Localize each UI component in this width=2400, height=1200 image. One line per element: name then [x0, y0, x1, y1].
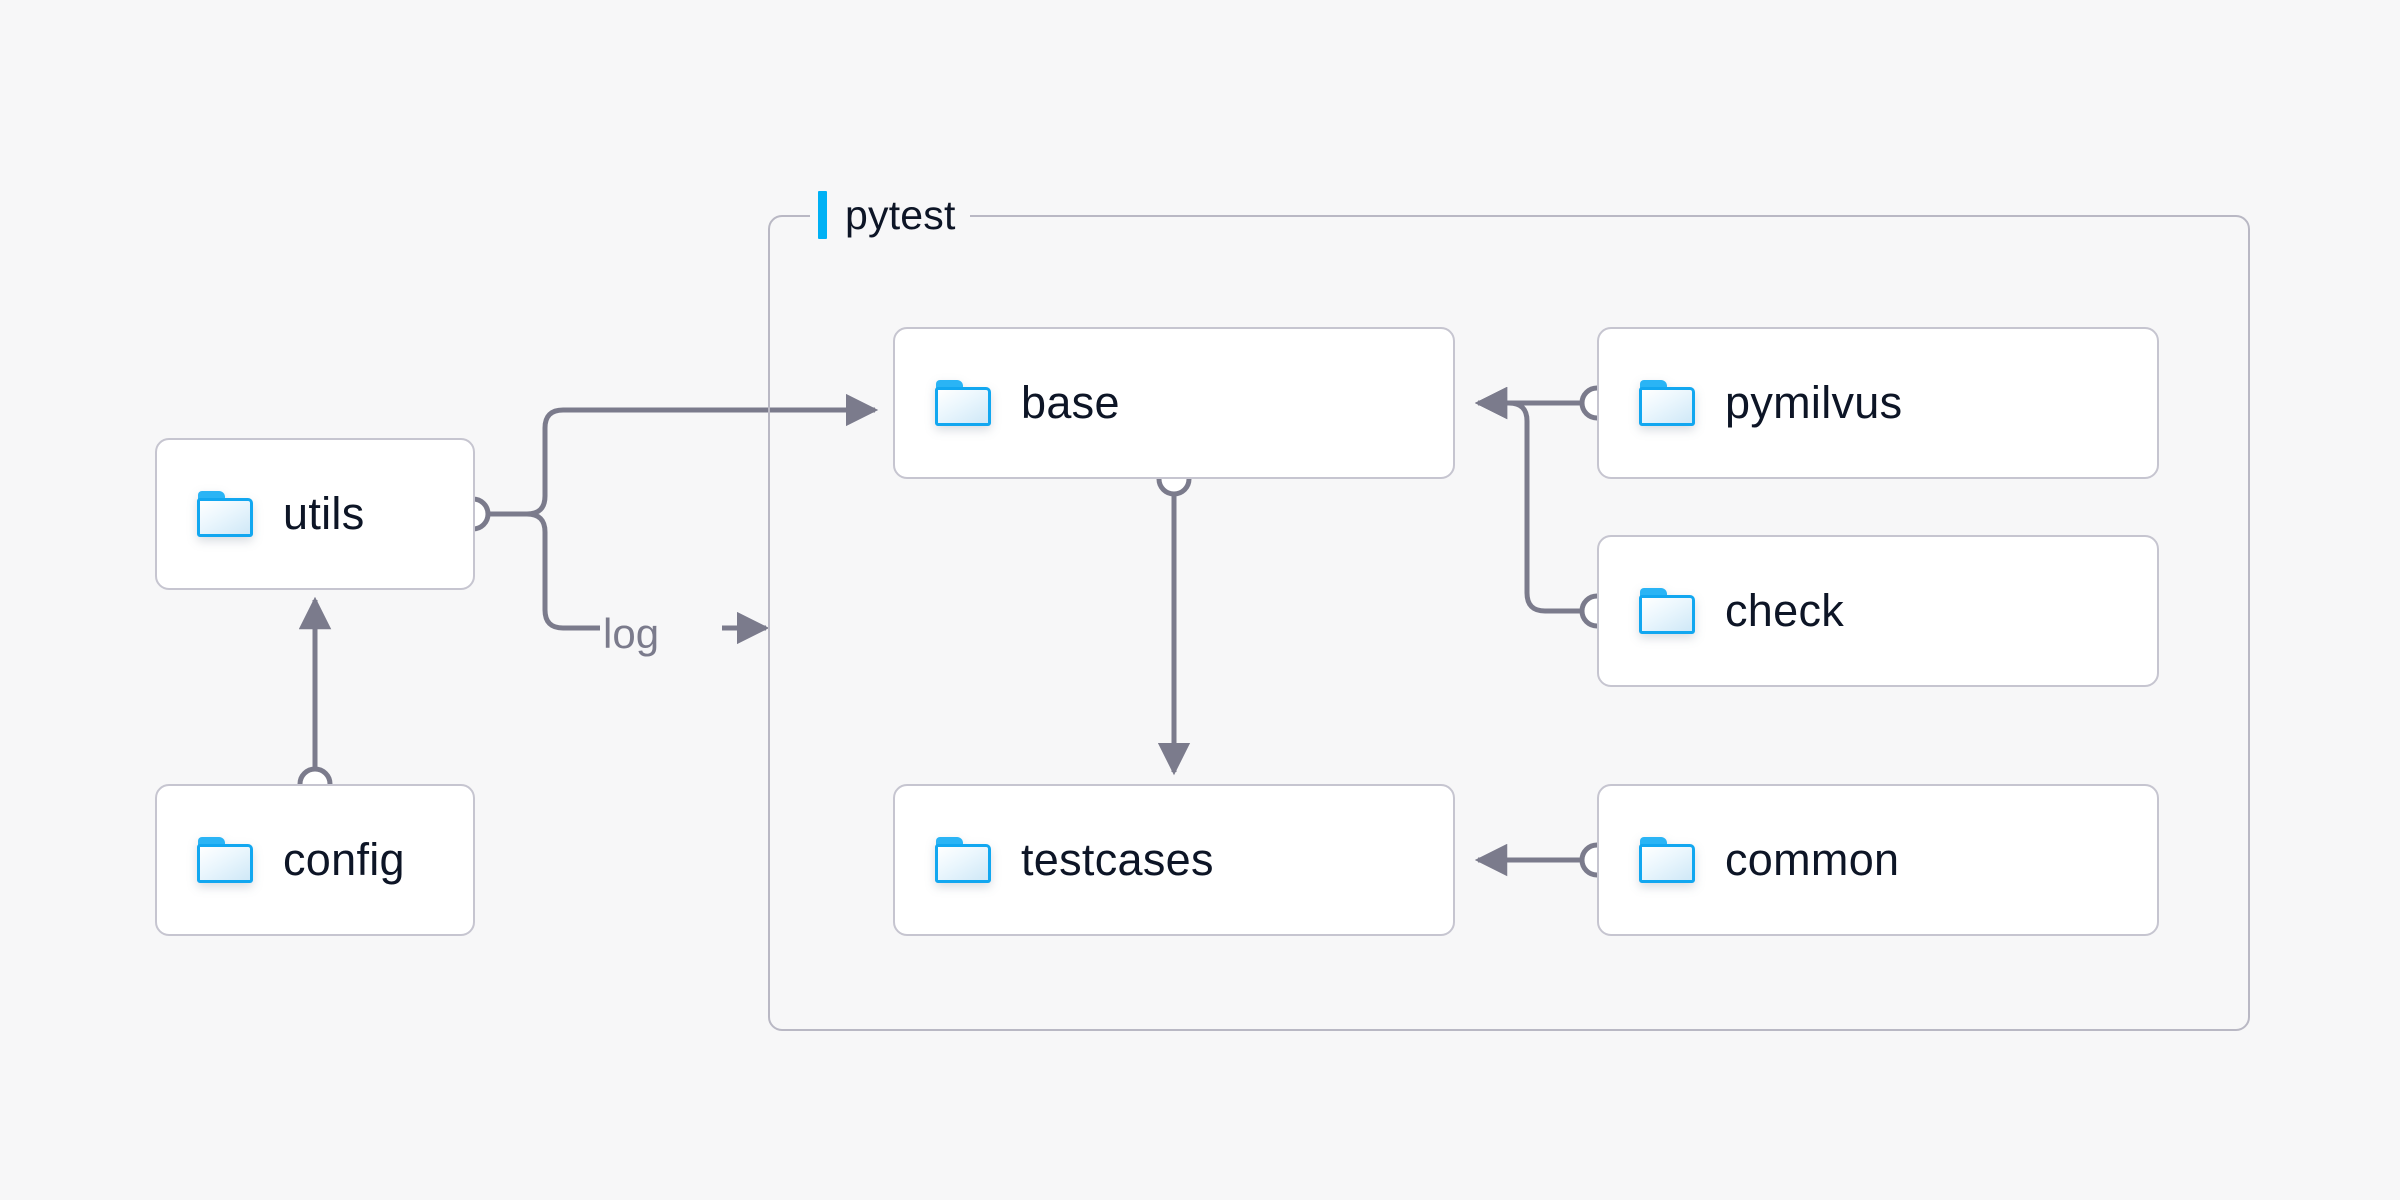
node-label-pymilvus: pymilvus [1725, 377, 1903, 428]
node-label-testcases: testcases [1021, 834, 1214, 885]
node-label-config: config [283, 834, 405, 885]
edge-config-to-utils [297, 596, 333, 802]
node-base[interactable]: base [893, 327, 1455, 479]
folder-icon [935, 837, 991, 883]
node-label-check: check [1725, 585, 1845, 636]
folder-icon [1639, 380, 1695, 426]
folder-icon [935, 380, 991, 426]
folder-icon [197, 837, 253, 883]
folder-icon [1639, 588, 1695, 634]
node-label-base: base [1021, 377, 1120, 428]
group-accent-bar [818, 191, 827, 239]
node-utils[interactable]: utils [155, 438, 475, 590]
group-container-pytest [768, 215, 2250, 1031]
group-label-pytest: pytest [810, 183, 970, 247]
node-label-common: common [1725, 834, 1900, 885]
node-check[interactable]: check [1597, 535, 2159, 687]
folder-icon [197, 491, 253, 537]
node-common[interactable]: common [1597, 784, 2159, 936]
node-pymilvus[interactable]: pymilvus [1597, 327, 2159, 479]
node-testcases[interactable]: testcases [893, 784, 1455, 936]
folder-icon [1639, 837, 1695, 883]
edge-label-log: log [603, 610, 660, 657]
group-title: pytest [845, 191, 956, 238]
node-label-utils: utils [283, 488, 365, 539]
node-config[interactable]: config [155, 784, 475, 936]
